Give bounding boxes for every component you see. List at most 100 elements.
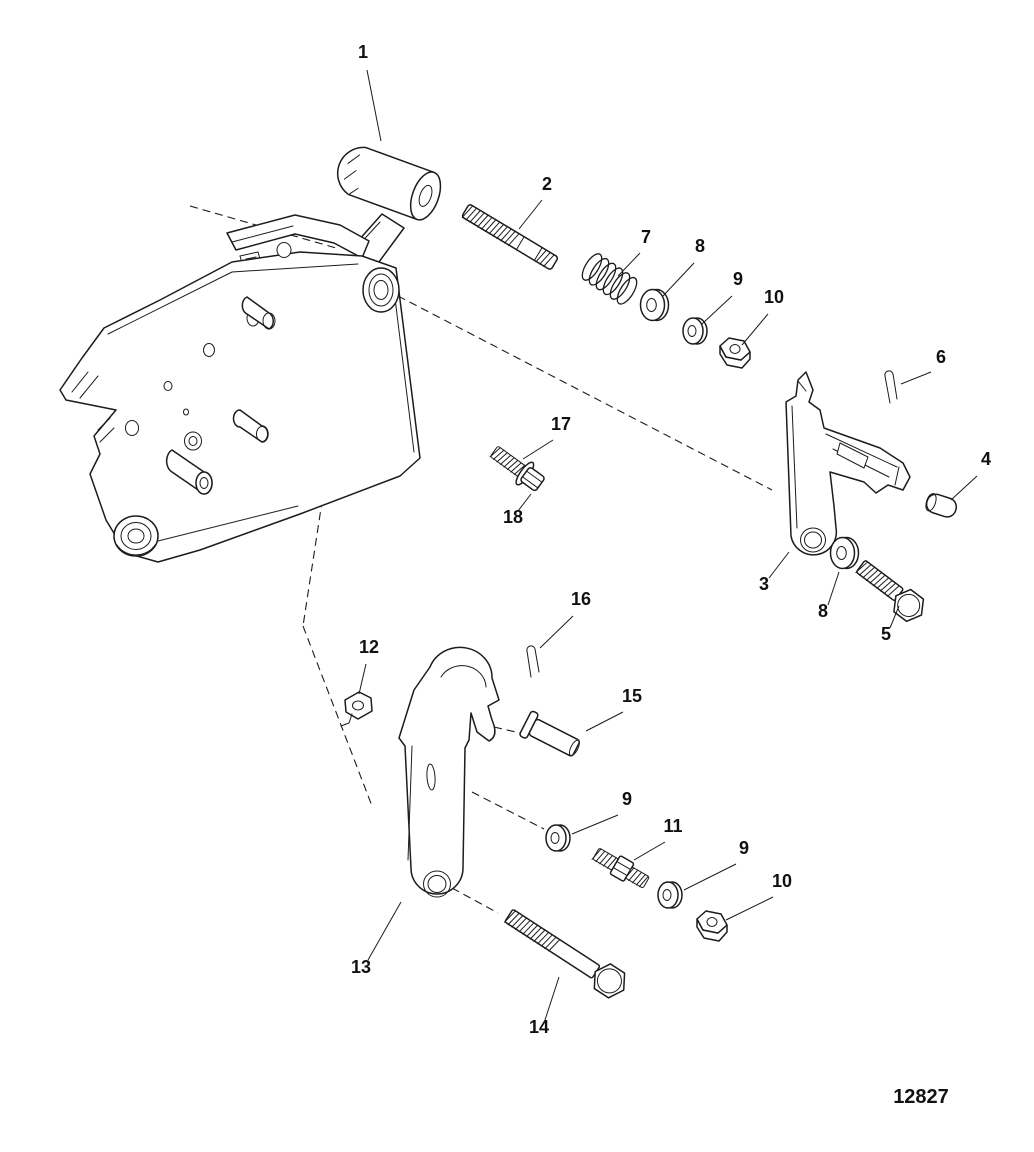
- spring-coil: [588, 257, 610, 286]
- retainer-part-12: [340, 691, 373, 727]
- nut-bore: [729, 344, 741, 354]
- callout-leader-3: [768, 551, 790, 579]
- axis-line: [493, 726, 521, 734]
- bolt-head-chamfer: [897, 593, 921, 617]
- pin-body: [528, 718, 580, 757]
- bolt-threads: [503, 910, 561, 952]
- callout-label-8: 8: [818, 601, 828, 621]
- screw-part-17-18: [489, 446, 545, 492]
- stud-part-11: [591, 848, 650, 888]
- callout-label-9: 9: [733, 269, 743, 289]
- spring-coil: [602, 267, 624, 296]
- lever-part-13: [398, 646, 500, 898]
- callout-label-11: 11: [663, 816, 682, 836]
- retainer-hole: [352, 700, 364, 711]
- callout-leader-9: [683, 863, 737, 891]
- lever13-hole-rim: [423, 870, 451, 898]
- lever-hole-rim: [800, 527, 826, 553]
- stud-collar-facets: [612, 861, 632, 877]
- lever-pawl: [836, 442, 869, 469]
- bracket-bushing: [362, 267, 400, 313]
- barrel-hatch: [343, 154, 361, 195]
- spring-part-7: [581, 253, 638, 305]
- spring-coil: [609, 272, 631, 300]
- lever13-body: [398, 646, 500, 895]
- hub-step: [120, 522, 152, 550]
- bracket-barrel: [336, 146, 442, 221]
- pin-end-face: [568, 739, 580, 757]
- plate-hatch: [71, 371, 115, 443]
- washer-part-9-middle: [545, 824, 571, 852]
- bolt-part-14: [503, 909, 626, 999]
- callout-label-3: 3: [759, 574, 769, 594]
- plate-hole: [125, 420, 139, 436]
- callout-label-4: 4: [981, 449, 991, 469]
- callout-label-9: 9: [739, 838, 749, 858]
- callout-label-16: 16: [571, 589, 591, 609]
- washer-bore: [687, 325, 697, 337]
- callout-leader-16: [539, 615, 574, 649]
- lever-hole: [804, 531, 822, 549]
- spring-coil: [595, 262, 617, 291]
- callout-leader-2: [518, 199, 543, 230]
- callout-label-10: 10: [764, 287, 784, 307]
- callout-label-12: 12: [359, 637, 379, 657]
- bushing-bore: [373, 280, 389, 300]
- stud-left-threads: [591, 848, 617, 869]
- bracket-hub: [113, 515, 159, 557]
- axis-line: [302, 625, 373, 807]
- lever-part-3: [785, 371, 911, 556]
- main-bracket-part-1: [59, 146, 442, 563]
- callout-leader-5: [889, 605, 900, 629]
- plug-part-4: [925, 493, 958, 518]
- callout-leader-9: [571, 814, 619, 835]
- callout-leader-12: [358, 663, 367, 695]
- screw-head-facets: [522, 470, 543, 489]
- callout-leader-13: [367, 901, 402, 961]
- callout-label-14: 14: [529, 1017, 549, 1037]
- stud-part-2: [461, 204, 559, 270]
- washer-bore: [550, 832, 560, 844]
- callout-leader-10: [725, 896, 774, 921]
- axis-line: [451, 887, 499, 914]
- washer-part-8-upper: [639, 288, 670, 322]
- callout-label-8: 8: [695, 236, 705, 256]
- lever-body: [785, 371, 911, 556]
- bracket-tab-slot: [245, 256, 257, 260]
- retainer-tab: [340, 699, 353, 727]
- plate-hole: [276, 242, 292, 258]
- spring-coil: [616, 276, 638, 305]
- hub-bore: [127, 528, 145, 544]
- callout-leader-1: [366, 69, 382, 142]
- callout-leader-14: [544, 976, 560, 1021]
- callout-label-9: 9: [622, 789, 632, 809]
- plate-hole: [163, 381, 173, 391]
- callout-label-17: 17: [551, 414, 571, 434]
- hub-thickness: [116, 544, 156, 556]
- bracket-strap-fold: [231, 225, 294, 243]
- plate-pin-stub-face: [256, 426, 268, 442]
- callout-leader-18: [517, 493, 532, 512]
- callout-label-10: 10: [772, 871, 792, 891]
- callout-leader-17: [522, 439, 554, 460]
- stud-right-threads: [624, 867, 649, 888]
- bolt-hex-head: [593, 963, 626, 999]
- bushing-step: [368, 273, 394, 307]
- callout-leader-4: [950, 475, 978, 501]
- lever13-hole: [427, 875, 447, 893]
- callout-leader-6: [900, 371, 932, 385]
- plate-hole: [203, 343, 215, 357]
- axis-line: [397, 295, 773, 491]
- callout-label-1: 1: [358, 42, 368, 62]
- callout-label-2: 2: [542, 174, 552, 194]
- callout-label-15: 15: [622, 686, 642, 706]
- bolt-part-5: [855, 560, 925, 623]
- drawing-number: 12827: [893, 1086, 949, 1108]
- plug-face: [925, 493, 937, 512]
- plate-sleeve-bore: [199, 477, 209, 489]
- callout-leader-8: [827, 571, 840, 606]
- lever13-fold: [407, 665, 487, 861]
